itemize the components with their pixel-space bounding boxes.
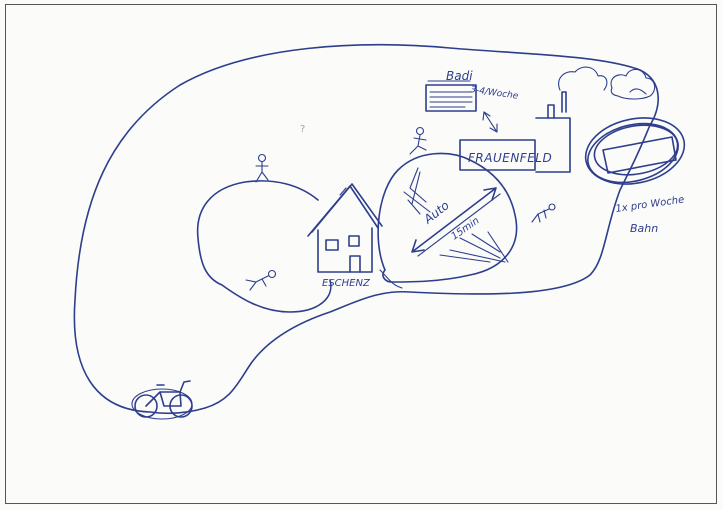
walking-person-icon xyxy=(256,155,268,183)
eschenz-label: ESCHENZ xyxy=(322,278,371,289)
badi-arrow xyxy=(483,112,497,132)
house-icon xyxy=(308,184,382,272)
cloud-icon xyxy=(611,69,655,99)
connector-path xyxy=(380,270,402,288)
tree-scribble xyxy=(404,168,430,214)
field-scribble xyxy=(440,232,508,262)
outer-activity-loop xyxy=(74,45,658,413)
running-person-icon xyxy=(410,128,426,155)
bahn-label: Bahn xyxy=(630,222,658,235)
car-trip-loop xyxy=(378,153,516,282)
cloud-right-icon xyxy=(630,89,646,94)
left-walk-loop xyxy=(198,181,331,312)
lying-person-icon xyxy=(246,271,276,291)
pool-icon xyxy=(426,81,476,111)
person-right-icon xyxy=(532,204,555,222)
question-mark: ? xyxy=(300,124,305,135)
train-icon xyxy=(579,109,690,192)
badi-label: Badi xyxy=(446,69,473,83)
bahn-frequency-label: 1x pro Woche xyxy=(615,194,685,215)
auto-label: Auto xyxy=(420,198,451,227)
frauenfeld-label: FRAUENFELD xyxy=(468,151,552,165)
badi-frequency-label: 3-4/Woche xyxy=(470,85,520,102)
